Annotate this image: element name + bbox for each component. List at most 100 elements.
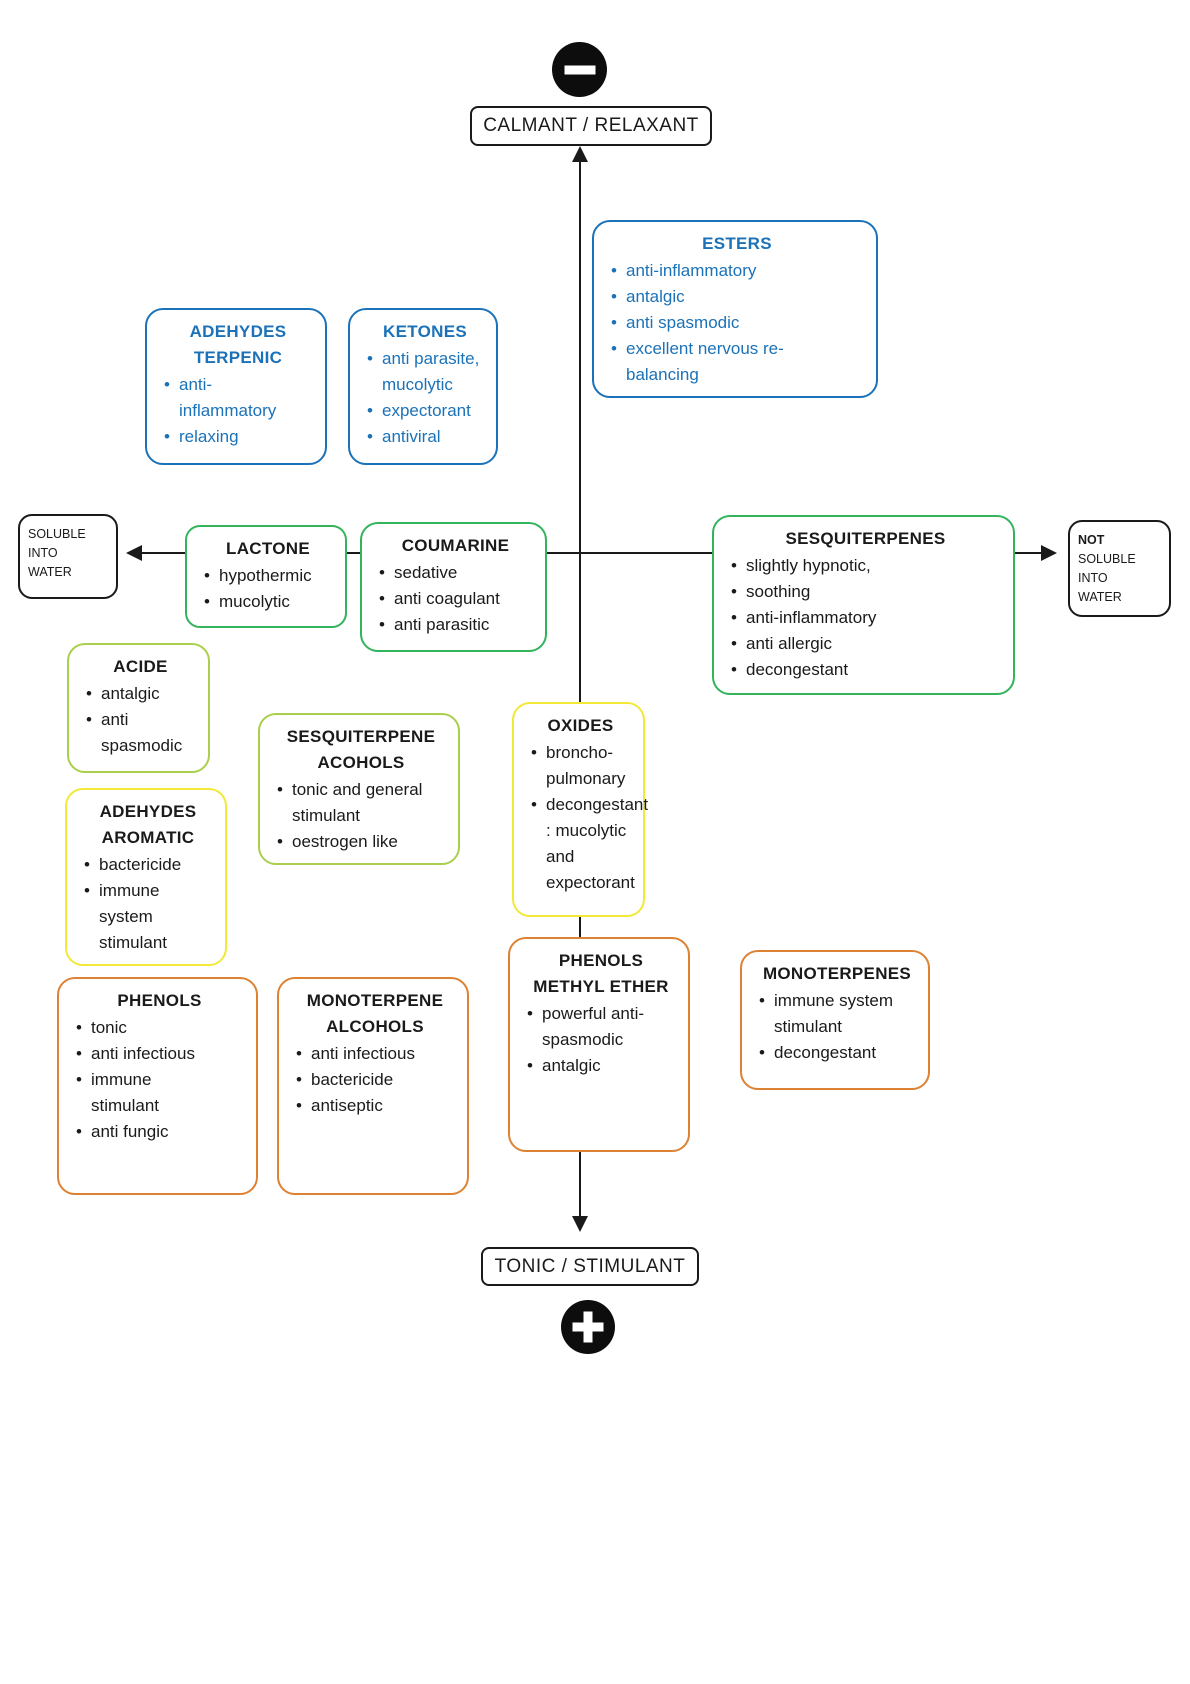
plus-bar-v <box>583 1311 593 1343</box>
list-item: antiviral <box>360 424 490 450</box>
box-title: KETONES <box>383 322 467 341</box>
list-item: powerful anti- spasmodic <box>520 1001 682 1053</box>
list-item: anti coagulant <box>372 586 539 612</box>
list-item: anti parasitic <box>372 612 539 638</box>
not-soluble-line-2: INTO <box>1078 571 1108 585</box>
list-item: immune stimulant <box>69 1067 250 1119</box>
family-box-ketones: KETONES anti parasite, mucolytic expecto… <box>348 308 498 465</box>
calmant-relaxant-text: CALMANT / RELAXANT <box>483 115 699 136</box>
family-box-phenols-methyl-ether: PHENOLS METHYL ETHER powerful anti- spas… <box>508 937 690 1152</box>
box-items: anti- inflammatory relaxing <box>157 372 319 450</box>
not-soluble-line-3: WATER <box>1078 590 1122 604</box>
box-title: ACOHOLS <box>317 753 405 772</box>
box-items: anti infectious bactericide antiseptic <box>289 1041 461 1119</box>
box-title: ALCOHOLS <box>326 1017 424 1036</box>
list-item: anti allergic <box>724 631 1007 657</box>
horizontal-axis-line <box>132 552 1047 554</box>
list-item: antalgic <box>79 681 202 707</box>
box-title: ADEHYDES <box>99 802 197 821</box>
box-items: anti parasite, mucolytic expectorant ant… <box>360 346 490 450</box>
box-title: MONOTERPENES <box>762 964 912 983</box>
list-item: anti-inflammatory <box>604 258 870 284</box>
list-item: decongestant <box>752 1040 922 1066</box>
plus-circle-icon <box>561 1300 615 1354</box>
list-item: bactericide <box>77 852 219 878</box>
list-item: anti-inflammatory <box>724 605 1007 631</box>
box-items: hypothermic mucolytic <box>197 563 339 615</box>
tonic-stimulant-text: TONIC / STIMULANT <box>494 1255 686 1277</box>
vertical-axis-line <box>579 150 581 1225</box>
family-box-sesquiterpenes: SESQUITERPENES slightly hypnotic, soothi… <box>712 515 1015 695</box>
list-item: immune system stimulant <box>752 988 922 1040</box>
family-box-adehydes-aromatic: ADEHYDES AROMATIC bactericide immune sys… <box>65 788 227 966</box>
box-items: antalgic anti spasmodic <box>79 681 202 759</box>
list-item: antiseptic <box>289 1093 461 1119</box>
box-title: SESQUITERPENE <box>286 727 436 746</box>
list-item: sedative <box>372 560 539 586</box>
box-items: sedative anti coagulant anti parasitic <box>372 560 539 638</box>
box-items: bactericide immune system stimulant <box>77 852 219 956</box>
box-title: AROMATIC <box>101 828 195 847</box>
list-item: anti fungic <box>69 1119 250 1145</box>
list-item: immune system stimulant <box>77 878 219 956</box>
box-title: LACTONE <box>226 539 310 558</box>
soluble-line-1: SOLUBLE <box>28 527 86 541</box>
family-box-lactone: LACTONE hypothermic mucolytic <box>185 525 347 628</box>
list-item: anti infectious <box>289 1041 461 1067</box>
box-title: SESQUITERPENES <box>785 529 946 548</box>
family-box-oxides: OXIDES broncho- pulmonary decongestant :… <box>512 702 648 917</box>
list-item: expectorant <box>360 398 490 424</box>
box-items: broncho- pulmonary decongestant : mucoly… <box>524 740 648 896</box>
family-box-acide: ACIDE antalgic anti spasmodic <box>67 643 210 773</box>
box-items: immune system stimulant decongestant <box>752 988 922 1066</box>
list-item: anti parasite, mucolytic <box>360 346 490 398</box>
box-items: tonic anti infectious immune stimulant a… <box>69 1015 250 1145</box>
box-items: slightly hypnotic, soothing anti-inflamm… <box>724 553 1007 683</box>
box-items: anti-inflammatory antalgic anti spasmodi… <box>604 258 870 388</box>
family-box-sesquiterpene-acohols: SESQUITERPENE ACOHOLS tonic and general … <box>258 713 460 865</box>
list-item: relaxing <box>157 424 319 450</box>
arrow-left-icon <box>126 545 142 561</box>
box-title: ACIDE <box>113 657 168 676</box>
list-item: soothing <box>724 579 1007 605</box>
box-title: PHENOLS <box>117 991 202 1010</box>
arrow-up-icon <box>572 146 588 162</box>
minus-bar <box>564 65 595 74</box>
not-soluble-line-0: NOT <box>1078 533 1105 547</box>
family-box-monoterpenes: MONOTERPENES immune system stimulant dec… <box>740 950 930 1090</box>
not-soluble-into-water-label: NOT SOLUBLE INTO WATER <box>1068 520 1171 617</box>
soluble-line-2: INTO <box>28 546 58 560</box>
list-item: oestrogen like <box>270 829 452 855</box>
arrow-down-icon <box>572 1216 588 1232</box>
family-box-coumarine: COUMARINE sedative anti coagulant anti p… <box>360 522 547 652</box>
soluble-line-3: WATER <box>28 565 72 579</box>
list-item: decongestant <box>724 657 1007 683</box>
list-item: anti spasmodic <box>79 707 202 759</box>
family-box-esters: ESTERS anti-inflammatory antalgic anti s… <box>592 220 878 398</box>
box-title: ADEHYDES <box>189 322 287 341</box>
list-item: anti- inflammatory <box>157 372 319 424</box>
list-item: antalgic <box>520 1053 682 1079</box>
list-item: antalgic <box>604 284 870 310</box>
list-item: tonic and general stimulant <box>270 777 452 829</box>
box-title: METHYL ETHER <box>533 977 669 996</box>
box-title: TERPENIC <box>193 348 283 367</box>
box-title: MONOTERPENE <box>306 991 444 1010</box>
box-title: OXIDES <box>547 716 614 735</box>
list-item: bactericide <box>289 1067 461 1093</box>
tonic-stimulant-label: TONIC / STIMULANT <box>481 1247 699 1286</box>
list-item: broncho- pulmonary <box>524 740 637 792</box>
arrow-right-icon <box>1041 545 1057 561</box>
list-item: anti infectious <box>69 1041 250 1067</box>
soluble-into-water-label: SOLUBLE INTO WATER <box>18 514 118 599</box>
box-title: ESTERS <box>702 234 772 253</box>
list-item: decongestant : mucolytic and expectorant <box>524 792 648 896</box>
list-item: mucolytic <box>197 589 339 615</box>
box-title: PHENOLS <box>558 951 644 970</box>
list-item: anti spasmodic <box>604 310 870 336</box>
list-item: excellent nervous re- balancing <box>604 336 870 388</box>
list-item: hypothermic <box>197 563 339 589</box>
family-box-phenols: PHENOLS tonic anti infectious immune sti… <box>57 977 258 1195</box>
calmant-relaxant-label: CALMANT / RELAXANT <box>470 106 712 146</box>
